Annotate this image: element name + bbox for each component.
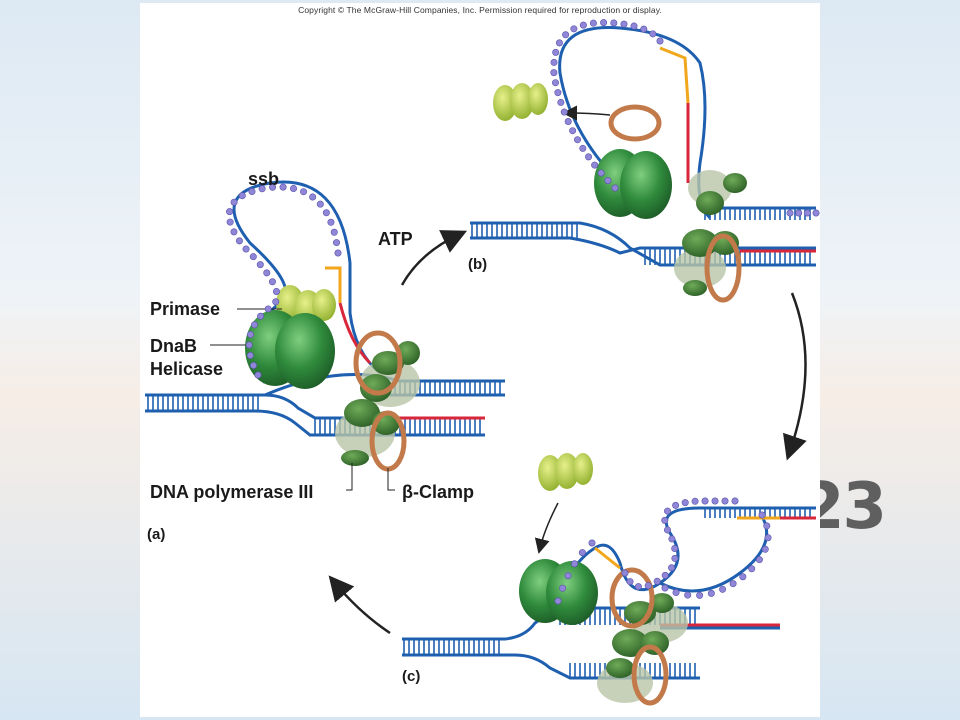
arrow-c-to-a <box>328 575 391 635</box>
panel-b-primase-released <box>493 83 611 121</box>
panel-a-dnab-helicase <box>245 310 335 389</box>
ssb-bead-chain <box>554 539 596 605</box>
panel-b-beta-clamp <box>704 233 742 303</box>
arrow-b-to-c <box>783 292 807 461</box>
base-pair-ticks <box>147 395 259 411</box>
label-dna-polymerase: DNA polymerase III <box>150 482 314 502</box>
label-helicase: Helicase <box>150 359 224 379</box>
label-primase: Primase <box>150 299 221 319</box>
label-panel-c: (c) <box>402 668 421 685</box>
base-pair-ticks <box>704 508 811 518</box>
label-dnab: DnaB <box>150 336 198 356</box>
ssb-bead-chain <box>661 511 772 599</box>
label-ssb: ssb <box>248 169 280 189</box>
figure-panel: Copyright © The McGraw-Hill Companies, I… <box>140 3 820 717</box>
copyright-notice: Copyright © The McGraw-Hill Companies, I… <box>298 5 662 15</box>
panel-c-dnab-helicase <box>519 559 598 625</box>
replication-diagram <box>145 19 820 706</box>
panel-b-polymerase <box>674 170 747 296</box>
clamp-leader-line <box>387 468 395 491</box>
label-beta-clamp: β-Clamp <box>402 482 474 502</box>
label-panel-a: (a) <box>147 526 166 543</box>
base-pair-ticks <box>471 223 578 238</box>
panel-b-clamp-loader <box>608 104 662 142</box>
label-panel-b: (b) <box>468 256 488 273</box>
label-atp: ATP <box>378 229 413 249</box>
ssb-bead-chain <box>786 209 820 217</box>
ssb-bead-chain <box>621 497 739 591</box>
base-pair-ticks <box>403 639 500 655</box>
panel-b-diagram <box>470 26 816 303</box>
panel-c-beta-clamp <box>609 567 669 706</box>
ssb-bead-chain <box>226 183 342 379</box>
panel-a-diagram <box>145 180 505 472</box>
polymerase-leader-line <box>346 463 353 491</box>
panel-c-primase-arriving <box>534 453 593 554</box>
ssb-bead-chain <box>550 19 664 192</box>
arrow-a-to-b <box>400 230 468 286</box>
panel-a-polymerase <box>335 341 420 466</box>
panel-b-dnab-helicase <box>594 149 672 219</box>
